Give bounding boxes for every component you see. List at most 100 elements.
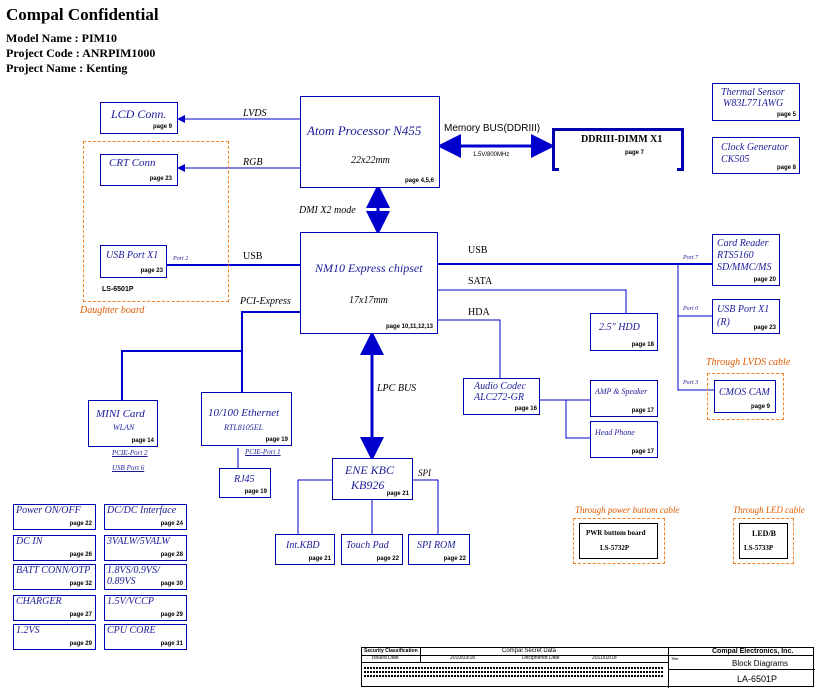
page-title: Compal Confidential	[6, 5, 159, 24]
usb-right-page: page 23	[753, 325, 776, 331]
headphone-block: Head Phone page 17	[590, 421, 658, 458]
card-reader-sub1: RTS5160	[717, 250, 754, 261]
cpu-block: Atom Processor N455 22x22mm page 4,5,6	[300, 96, 440, 188]
power-index-name: 3VALW/5VALW	[107, 536, 170, 547]
card-reader-block: Card Reader RTS5160 SD/MMC/MS page 20	[712, 234, 780, 286]
daughter-board-outline	[83, 141, 229, 302]
pcie-line	[121, 311, 300, 400]
crt-block: CRT Conn page 23	[100, 154, 178, 186]
model-name: Model Name : PIM10	[6, 31, 117, 45]
issued-label: Issued Date	[372, 655, 399, 661]
title-value: Block Diagrams	[732, 659, 789, 668]
power-index-page: page 29	[69, 641, 92, 647]
pcie-label: PCI-Express	[240, 296, 291, 307]
pwr-board-sub: LS-5732P	[600, 544, 630, 552]
cmos-name: CMOS CAM	[719, 387, 770, 398]
intkbd-block: Int.KBD page 21	[275, 534, 335, 565]
led-board-block: LED/B LS-5733P	[739, 523, 788, 559]
spi-label: SPI	[418, 468, 431, 478]
daughter-code: LS-6501P	[102, 286, 134, 293]
daughter-board-label: Daughter board	[80, 305, 145, 316]
mini-card-sub: WLAN	[113, 423, 135, 432]
lcd-page: page 9	[152, 124, 172, 130]
card-reader-sub2: SD/MMC/MS	[717, 262, 772, 273]
rgb-label: RGB	[243, 157, 263, 168]
power-index-name: 1.2VS	[16, 625, 40, 636]
mini-card-block: MINI Card WLAN page 14	[88, 400, 158, 447]
power-index-page: page 26	[69, 552, 92, 558]
power-index-page: page 31	[160, 641, 183, 647]
clock-page: page 8	[776, 165, 796, 171]
doc-number: LA-6501P	[737, 674, 778, 684]
hdd-page: page 18	[631, 342, 654, 348]
mini-card-usb: USB Port 6	[112, 464, 145, 472]
usb-left-port: Port 2	[173, 256, 189, 262]
power-index-item: CPU CORE page 31	[104, 624, 187, 650]
lcd-name: LCD Conn.	[111, 107, 167, 121]
clock-sub: CK505	[721, 154, 750, 165]
power-index-page: page 24	[160, 521, 183, 527]
pwr-board-outline	[573, 518, 665, 564]
audio-to-headphone	[565, 400, 590, 439]
hda-line	[438, 319, 501, 378]
intkbd-name: Int.KBD	[286, 540, 320, 551]
chipset-page: page 10,11,12,13	[385, 324, 433, 330]
ethernet-port: PCIE-Port 1	[245, 448, 281, 456]
power-index-item: DC/DC Interface page 24	[104, 504, 187, 530]
power-index-name-2: 0.89VS	[107, 576, 136, 587]
crt-name: CRT Conn	[109, 157, 156, 169]
kbc-name: ENE KBC	[345, 463, 395, 477]
power-index-page: page 29	[160, 612, 183, 618]
lpc-label: LPC BUS	[377, 383, 417, 394]
usb-left-name: USB Port X1	[106, 250, 159, 261]
project-name: Project Name : Kenting	[6, 61, 128, 75]
power-index-page: page 32	[69, 581, 92, 587]
cpu-size: 22x22mm	[351, 155, 390, 166]
through-lvds-label: Through LVDS cable	[706, 357, 791, 368]
usb-right-name: USB Port X1	[717, 304, 770, 315]
cmos-block: CMOS CAM page 9	[714, 380, 776, 413]
company-label: Compal Electronics, Inc.	[712, 648, 794, 655]
led-board-outline	[733, 518, 794, 564]
through-led-label: Through LED cable	[733, 505, 805, 515]
audio-page: page 16	[514, 406, 537, 412]
headphone-page: page 17	[631, 449, 654, 455]
power-index-name: DC/DC Interface	[107, 505, 177, 516]
title-label: Title	[671, 656, 679, 661]
dimm-page: page 7	[625, 150, 645, 156]
touchpad-name: Touch Pad	[346, 540, 389, 551]
thermal-block: Thermal Sensor W83L771AWG page 5	[712, 83, 800, 121]
usb-right-sub: (R)	[717, 317, 730, 328]
thermal-page: page 5	[776, 112, 796, 118]
chipset-size: 17x17mm	[349, 295, 388, 306]
ethernet-name: 10/100 Ethernet	[208, 407, 280, 419]
power-index-name: Power ON/OFF	[16, 505, 81, 516]
lvds-label: LVDS	[243, 108, 267, 119]
spirom-block: SPI ROM page 22	[408, 534, 470, 565]
power-index-name: DC IN	[16, 536, 43, 547]
usb-right-label: USB	[468, 245, 488, 256]
clock-block: Clock Generator CK505 page 8	[712, 137, 800, 174]
project-code: Project Code : ANRPIM1000	[6, 46, 156, 60]
mini-card-page: page 14	[131, 438, 154, 444]
usb-left-label: USB	[243, 251, 263, 262]
intkbd-page: page 21	[308, 556, 331, 562]
mini-card-name: MINI Card	[96, 408, 145, 420]
amp-block: AMP & Speaker page 17	[590, 380, 658, 417]
chipset-name: NM10 Express chipset	[315, 261, 423, 275]
issued-value: 2010/03/18	[450, 655, 476, 661]
power-index-name: CPU CORE	[107, 625, 156, 636]
power-index-page: page 30	[160, 581, 183, 587]
dimm-notch	[559, 165, 677, 172]
audio-block: Audio Codec ALC272-GR page 16	[463, 378, 540, 415]
sata-line	[438, 289, 627, 313]
kbc-to-intkbd	[297, 479, 332, 535]
crt-page: page 23	[149, 176, 172, 182]
kbc-block: ENE KBC KB926 page 21	[332, 458, 413, 500]
clock-name: Clock Generator	[721, 142, 789, 153]
hda-label: HDA	[468, 307, 490, 318]
